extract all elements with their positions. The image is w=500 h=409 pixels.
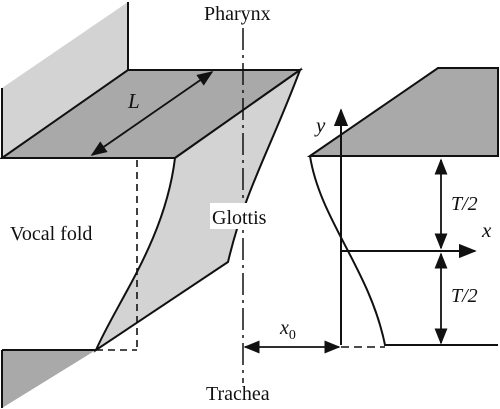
cross-section-upper-block — [306, 67, 499, 157]
length-label: L — [127, 89, 140, 113]
offset-label-sub: 0 — [289, 328, 296, 343]
vocal-fold-back-wall — [2, 2, 128, 158]
x-axis-label: x — [481, 218, 492, 242]
half-thickness-upper-label: T/2 — [451, 193, 478, 215]
glottis-label-bg — [210, 203, 276, 229]
offset-label: x0 — [279, 317, 296, 343]
length-arrow — [90, 71, 214, 156]
glottis-label: Glottis — [212, 207, 267, 229]
vocal-fold-medial-surface — [93, 67, 303, 353]
offset-label-base: x — [279, 317, 289, 339]
vocal-fold-label: Vocal fold — [10, 223, 92, 245]
pharynx-label: Pharynx — [204, 3, 271, 25]
vocal-fold-bottom-surface — [2, 350, 96, 408]
vocal-fold-profile-curve — [309, 155, 498, 346]
y-axis-label: y — [314, 113, 326, 137]
half-thickness-lower-label: T/2 — [451, 285, 478, 307]
trachea-label: Trachea — [206, 383, 270, 405]
